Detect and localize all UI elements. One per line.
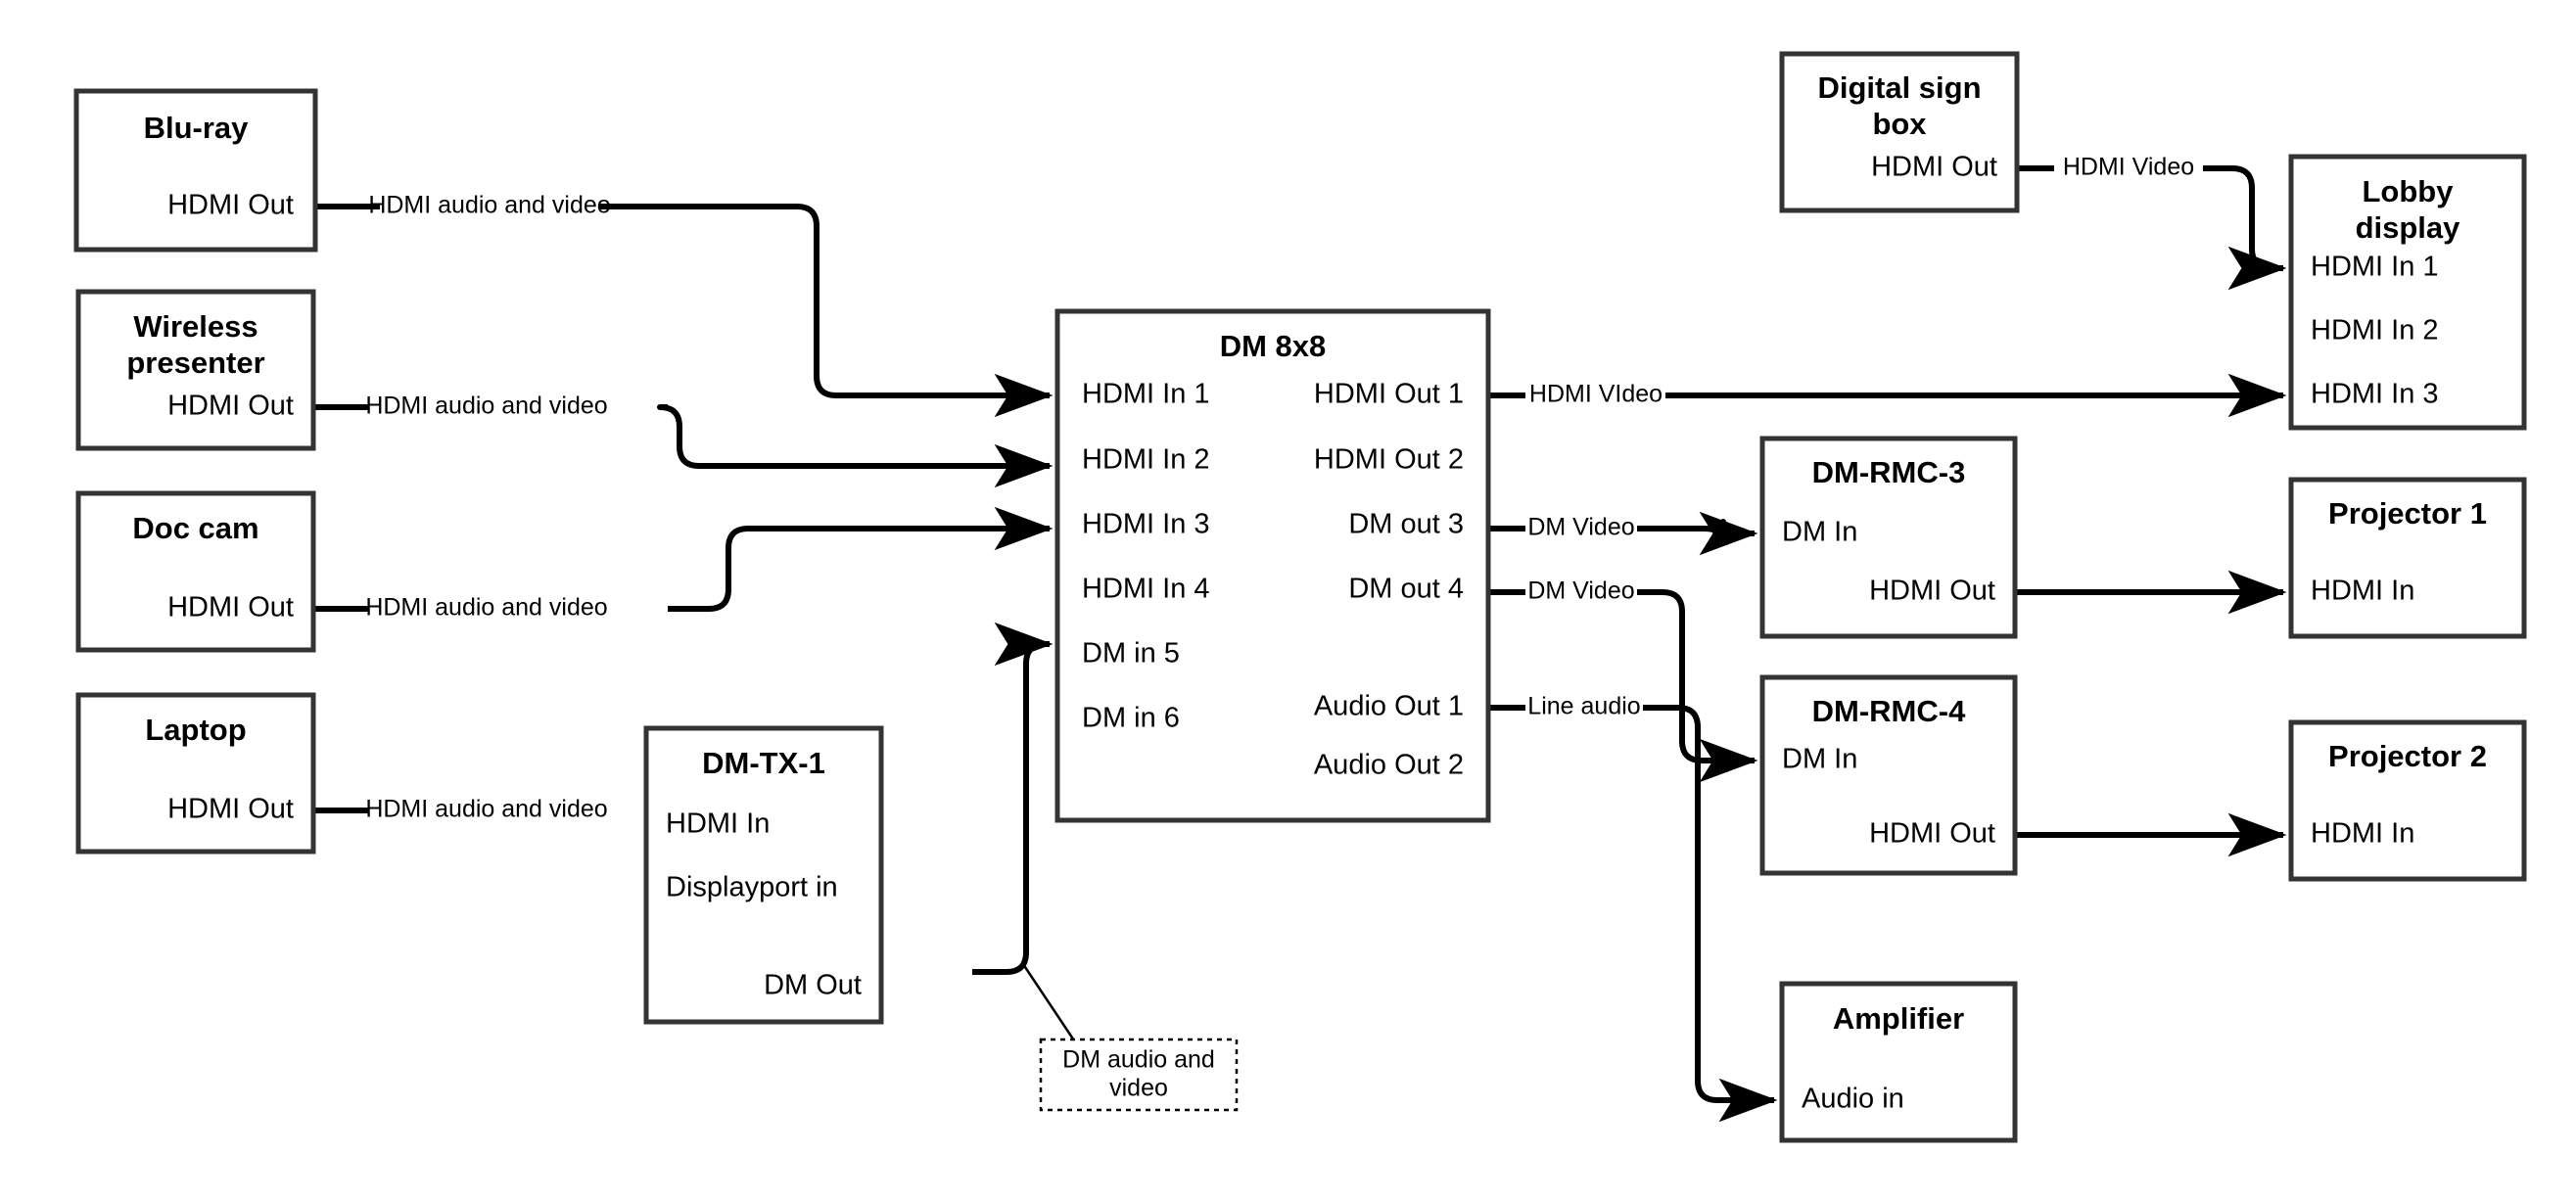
port-dm-8x8-hdmi-out-2: HDMI Out 2 xyxy=(1314,444,1464,476)
port-lobby-display-hdmi-in-2: HDMI In 2 xyxy=(2311,315,2439,346)
port-dm-8x8-dm-out-3: DM out 3 xyxy=(1348,509,1464,540)
node-title-lobby-display-line1: Lobby xyxy=(2363,174,2455,208)
node-title-blu-ray: Blu-ray xyxy=(144,111,250,145)
edge-label-dm8x8-out4-to-rmc4: DM Video xyxy=(1527,577,1634,605)
port-dm-8x8-hdmi-in-1: HDMI In 1 xyxy=(1082,379,1210,410)
node-dm-rmc-3[interactable]: DM-RMC-3 DM In HDMI Out xyxy=(1759,436,2018,639)
link-doccam-to-dm8x8 xyxy=(313,506,1054,612)
port-dm-8x8-hdmi-in-2: HDMI In 2 xyxy=(1082,444,1210,476)
note-leader-line xyxy=(1021,963,1084,1053)
link-dm8x8-out4-to-rmc4 xyxy=(1484,589,1758,783)
port-dm-rmc-3-dm-in: DM In xyxy=(1782,517,1857,548)
port-dm-8x8-dm-in-6: DM in 6 xyxy=(1082,703,1180,734)
node-title-dm-tx-1: DM-TX-1 xyxy=(702,746,825,780)
note-dm-audio-and-video: DM audio and video xyxy=(1039,1038,1239,1112)
node-dm-8x8[interactable]: DM 8x8 HDMI In 1 HDMI In 2 HDMI In 3 HDM… xyxy=(1054,308,1491,823)
node-title-doc-cam: Doc cam xyxy=(132,511,258,545)
port-blu-ray-hdmi-out: HDMI Out xyxy=(167,190,294,221)
port-dm-rmc-4-dm-in: DM In xyxy=(1782,744,1857,775)
port-doc-cam-hdmi-out: HDMI Out xyxy=(167,592,294,624)
node-digital-sign-box[interactable]: Digital sign box HDMI Out xyxy=(1779,51,2020,213)
edge-label-doccam-to-dm8x8: HDMI audio and video xyxy=(365,594,607,622)
note-text-line1: DM audio and xyxy=(1062,1046,1215,1074)
port-dm-rmc-4-hdmi-out: HDMI Out xyxy=(1869,818,1995,850)
port-dm-8x8-audio-out-1: Audio Out 1 xyxy=(1314,691,1464,722)
link-dmtx1-to-dm8x8 xyxy=(972,622,1054,975)
port-lobby-display-hdmi-in-1: HDMI In 1 xyxy=(2311,252,2439,283)
node-projector-2[interactable]: Projector 2 HDMI In xyxy=(2288,719,2527,882)
link-bluray-to-dm8x8 xyxy=(315,204,1054,418)
port-lobby-display-hdmi-in-3: HDMI In 3 xyxy=(2311,379,2439,410)
port-dm-8x8-dm-out-4: DM out 4 xyxy=(1348,574,1464,605)
node-title-wireless-presenter-line2: presenter xyxy=(126,346,264,380)
port-dm-8x8-audio-out-2: Audio Out 2 xyxy=(1314,750,1464,781)
port-dm-8x8-hdmi-in-4: HDMI In 4 xyxy=(1082,574,1210,605)
note-text-line2: video xyxy=(1109,1075,1168,1102)
node-wireless-presenter[interactable]: Wireless presenter HDMI Out xyxy=(75,289,316,451)
port-dm-tx-1-hdmi-in: HDMI In xyxy=(666,808,770,840)
node-dm-rmc-4[interactable]: DM-RMC-4 DM In HDMI Out xyxy=(1759,674,2018,876)
link-dm8x8-out3-to-rmc3 xyxy=(1484,511,1758,556)
port-wireless-presenter-hdmi-out: HDMI Out xyxy=(167,391,294,422)
port-projector-1-hdmi-in: HDMI In xyxy=(2311,576,2414,607)
link-dm8x8-audio1-to-amplifier xyxy=(1484,705,1778,1123)
port-dm-tx-1-displayport-in: Displayport in xyxy=(666,872,838,903)
node-title-digital-sign-box-line2: box xyxy=(1872,107,1927,141)
edge-label-laptop-to-dmtx1: HDMI audio and video xyxy=(365,796,607,823)
node-title-dm-rmc-4: DM-RMC-4 xyxy=(1812,694,1966,728)
edge-label-dm8x8-out1-to-lobby: HDMI VIdeo xyxy=(1529,381,1663,408)
node-title-laptop: Laptop xyxy=(145,713,246,747)
port-dm-8x8-dm-in-5: DM in 5 xyxy=(1082,638,1180,670)
node-title-projector-2: Projector 2 xyxy=(2328,739,2487,773)
link-signbox-to-lobby xyxy=(2017,165,2287,291)
port-laptop-hdmi-out: HDMI Out xyxy=(167,794,294,825)
port-dm-8x8-hdmi-out-1: HDMI Out 1 xyxy=(1314,379,1464,410)
node-title-dm-rmc-3: DM-RMC-3 xyxy=(1812,455,1966,489)
node-projector-1[interactable]: Projector 1 HDMI In xyxy=(2288,477,2527,639)
edge-label-wireless-to-dm8x8: HDMI audio and video xyxy=(365,393,607,420)
node-doc-cam[interactable]: Doc cam HDMI Out xyxy=(75,490,316,653)
node-blu-ray[interactable]: Blu-ray HDMI Out xyxy=(73,88,318,253)
node-title-wireless-presenter-line1: Wireless xyxy=(133,309,258,344)
edge-label-dm8x8-out3-to-rmc3: DM Video xyxy=(1527,514,1634,541)
edge-label-signbox-to-lobby: HDMI Video xyxy=(2063,154,2194,181)
port-amplifier-audio-in: Audio in xyxy=(1802,1084,1904,1115)
node-title-projector-1: Projector 1 xyxy=(2328,496,2487,531)
node-amplifier[interactable]: Amplifier Audio in xyxy=(1779,981,2018,1143)
node-laptop[interactable]: Laptop HDMI Out xyxy=(75,692,316,855)
node-title-dm-8x8: DM 8x8 xyxy=(1220,329,1327,363)
edge-label-bluray-to-dm8x8: HDMI audio and video xyxy=(368,192,610,219)
edge-label-dm8x8-audio1-to-amplifier: Line audio xyxy=(1527,693,1640,720)
node-dm-tx-1[interactable]: DM-TX-1 HDMI In Displayport in DM Out xyxy=(643,725,884,1025)
port-digital-sign-box-hdmi-out: HDMI Out xyxy=(1871,152,1997,183)
port-dm-rmc-3-hdmi-out: HDMI Out xyxy=(1869,576,1995,607)
link-wireless-to-dm8x8 xyxy=(313,404,1054,488)
node-title-digital-sign-box-line1: Digital sign xyxy=(1817,70,1981,105)
port-projector-2-hdmi-in: HDMI In xyxy=(2311,818,2414,850)
node-lobby-display[interactable]: Lobby display HDMI In 1 HDMI In 2 HDMI I… xyxy=(2288,154,2527,431)
port-dm-8x8-hdmi-in-3: HDMI In 3 xyxy=(1082,509,1210,540)
node-title-lobby-display-line2: display xyxy=(2356,210,2461,245)
port-dm-tx-1-dm-out: DM Out xyxy=(764,970,862,1001)
node-title-amplifier: Amplifier xyxy=(1833,1001,1964,1036)
